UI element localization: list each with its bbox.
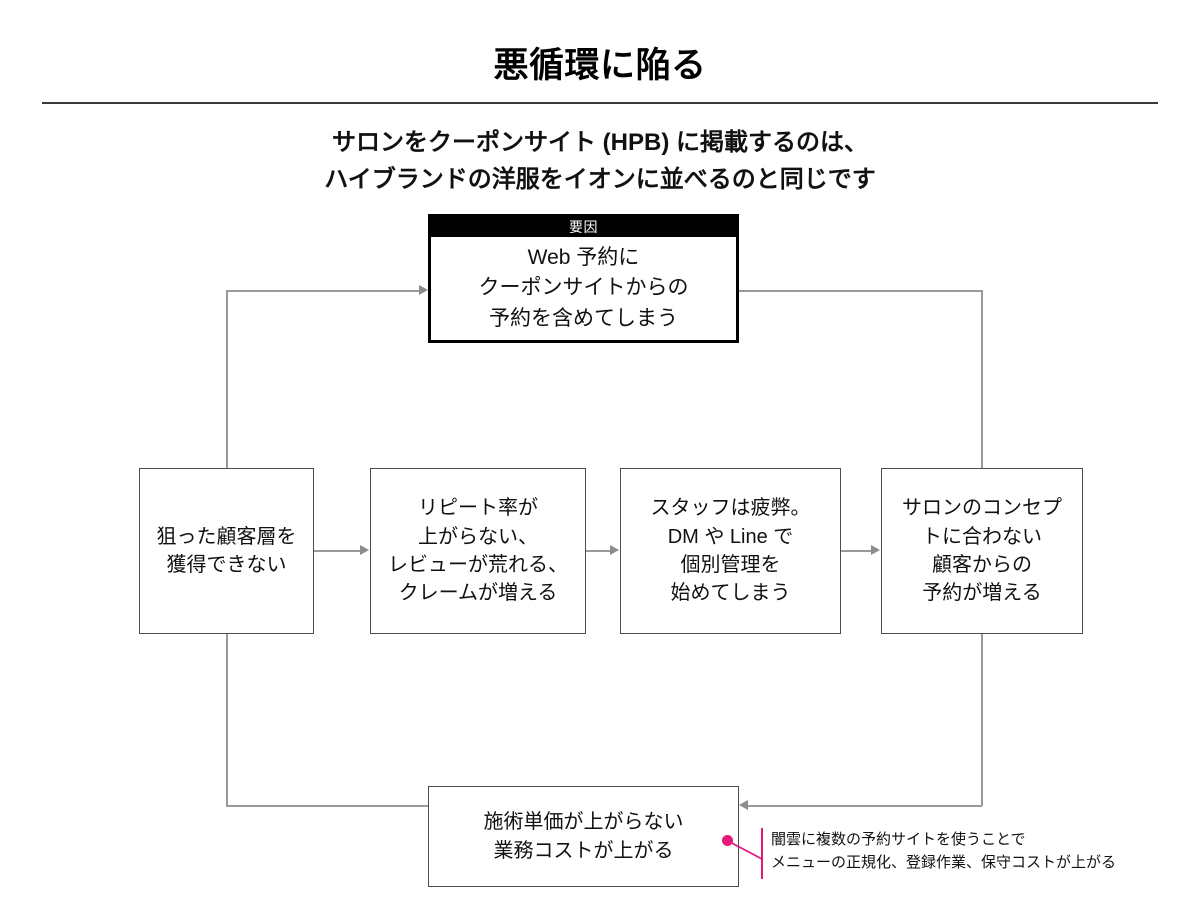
annotation-leader-line [727,840,763,860]
connector-node4-to-bottom-horizontal [748,805,982,807]
cause-node-body: Web 予約に クーポンサイトからの 予約を含めてしまう [431,237,736,340]
cause-node[interactable]: 要因 Web 予約に クーポンサイトからの 予約を含めてしまう [428,214,739,343]
node-repeat-rate-text: リピート率が 上がらない、 レビューが荒れる、 クレームが増える [388,497,568,605]
connector-cause-to-node4-vertical [981,290,983,468]
connector-node4-to-bottom-vertical [981,634,983,806]
node-staff-exhaustion-text: スタッフは疲弊。 DM や Line で 個別管理を 始めてしまう [650,497,811,605]
annotation-accent-bar [761,828,763,879]
node-unit-price-cost[interactable]: 施術単価が上がらない 業務コストが上がる [428,786,739,887]
cause-node-text: Web 予約に クーポンサイトからの 予約を含めてしまう [478,246,689,330]
connector-node1-to-cause-vertical [226,291,228,468]
arrowhead-into-bottom-node [739,800,748,810]
connector-node1-to-cause-horizontal [226,290,424,292]
connector-node1-to-bottom-vertical [226,634,228,806]
node-target-customers[interactable]: 狙った顧客層を 獲得できない [139,468,314,634]
node-target-customers-text: 狙った顧客層を 獲得できない [156,525,297,576]
node-staff-exhaustion[interactable]: スタッフは疲弊。 DM や Line で 個別管理を 始めてしまう [620,468,841,634]
connector-node2-to-node3 [586,550,611,552]
cause-node-band-label: 要因 [431,217,736,237]
connector-cause-to-node4-horizontal [739,290,983,292]
arrowhead-node2-to-node3 [610,545,619,555]
annotation-text: 闇雲に複数の予約サイトを使うことで メニューの正規化、登録作業、保守コストが上が… [771,831,1117,872]
connector-node1-to-node2 [314,550,361,552]
title-divider [42,102,1158,104]
node-concept-mismatch-text: サロンのコンセプ トに合わない 顧客からの 予約が増える [902,497,1062,605]
subtitle: サロンをクーポンサイト (HPB) に掲載するのは、 ハイブランドの洋服をイオン… [0,124,1200,198]
subtitle-line-2: ハイブランドの洋服をイオンに並べるのと同じです [324,166,876,194]
arrowhead-into-cause-node [419,285,428,295]
node-concept-mismatch[interactable]: サロンのコンセプ トに合わない 顧客からの 予約が増える [881,468,1083,634]
subtitle-line-1: サロンをクーポンサイト (HPB) に掲載するのは、 [332,129,868,156]
connector-node3-to-node4 [841,550,872,552]
node-unit-price-cost-text: 施術単価が上がらない 業務コストが上がる [483,811,684,862]
arrowhead-node1-to-node2 [360,545,369,555]
connector-node1-to-bottom-horizontal [226,805,429,807]
page-title: 悪循環に陥る [493,46,707,85]
node-repeat-rate[interactable]: リピート率が 上がらない、 レビューが荒れる、 クレームが増える [370,468,586,634]
annotation-anchor-dot [722,835,733,846]
arrowhead-node3-to-node4 [871,545,880,555]
